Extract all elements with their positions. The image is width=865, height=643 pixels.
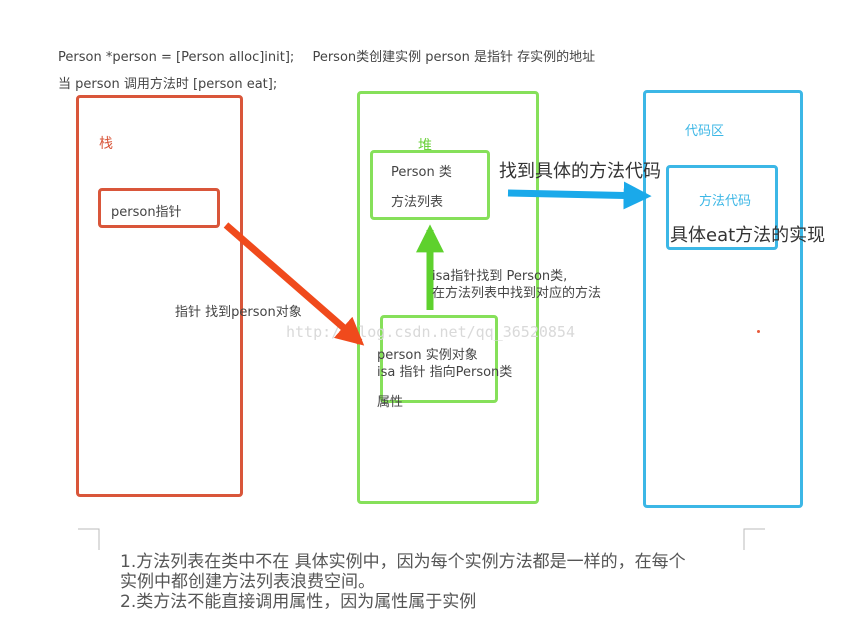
red-dot bbox=[757, 330, 760, 333]
header-code-line: Person *person = [Person alloc]init]; Pe… bbox=[58, 46, 595, 65]
method-impl-label: 具体eat方法的实现 bbox=[670, 225, 826, 246]
header-note-text: Person类创建实例 person 是指针 存实例的地址 bbox=[312, 50, 596, 65]
class-box: Person 类 方法列表 bbox=[370, 150, 490, 220]
code-region bbox=[643, 90, 803, 508]
code-region-title: 代码区 bbox=[685, 124, 725, 139]
method-code-label: 方法代码 bbox=[699, 194, 752, 209]
blue-arrow-class-to-code bbox=[507, 181, 652, 210]
note-line-3: 2.类方法不能直接调用属性，因为属性属于实例 bbox=[120, 592, 477, 612]
red-arrow-pointer-to-instance bbox=[223, 222, 365, 346]
note-line-1: 1.方法列表在类中不在 具体实例中，因为每个实例方法都是一样的，在每个 bbox=[120, 552, 686, 572]
heap-region bbox=[357, 91, 539, 504]
instance-title: person 实例对象 bbox=[377, 348, 478, 363]
instance-box bbox=[380, 315, 498, 403]
class-method-list-label: 方法列表 bbox=[391, 195, 444, 210]
notes-block: 1.方法列表在类中不在 具体实例中，因为每个实例方法都是一样的，在每个 实例中都… bbox=[120, 552, 810, 612]
class-box-title: Person 类 bbox=[391, 165, 452, 180]
isa-find-class-label: isa指针找到 Person类, bbox=[432, 269, 568, 284]
header-code-text: Person *person = [Person alloc]init]; bbox=[58, 50, 295, 65]
right-bracket-corner bbox=[743, 528, 765, 550]
stack-pointer-box: person指针 bbox=[98, 188, 220, 228]
left-bracket-corner bbox=[78, 528, 100, 550]
instance-isa-label: isa 指针 指向Person类 bbox=[377, 365, 513, 380]
stack-region bbox=[76, 95, 243, 497]
find-method-label: 在方法列表中找到对应的方法 bbox=[432, 286, 602, 301]
stack-pointer-label: person指针 bbox=[111, 205, 182, 220]
stack-title: 栈 bbox=[99, 136, 113, 152]
instance-properties-label: 属性 bbox=[377, 395, 404, 410]
find-object-label: 指针 找到person对象 bbox=[175, 305, 302, 320]
find-code-label: 找到具体的方法代码 bbox=[499, 161, 661, 182]
method-code-box: 方法代码 bbox=[666, 165, 778, 250]
note-line-2: 实例中都创建方法列表浪费空间。 bbox=[120, 572, 375, 592]
header-call-line: 当 person 调用方法时 [person eat]; bbox=[58, 77, 278, 92]
